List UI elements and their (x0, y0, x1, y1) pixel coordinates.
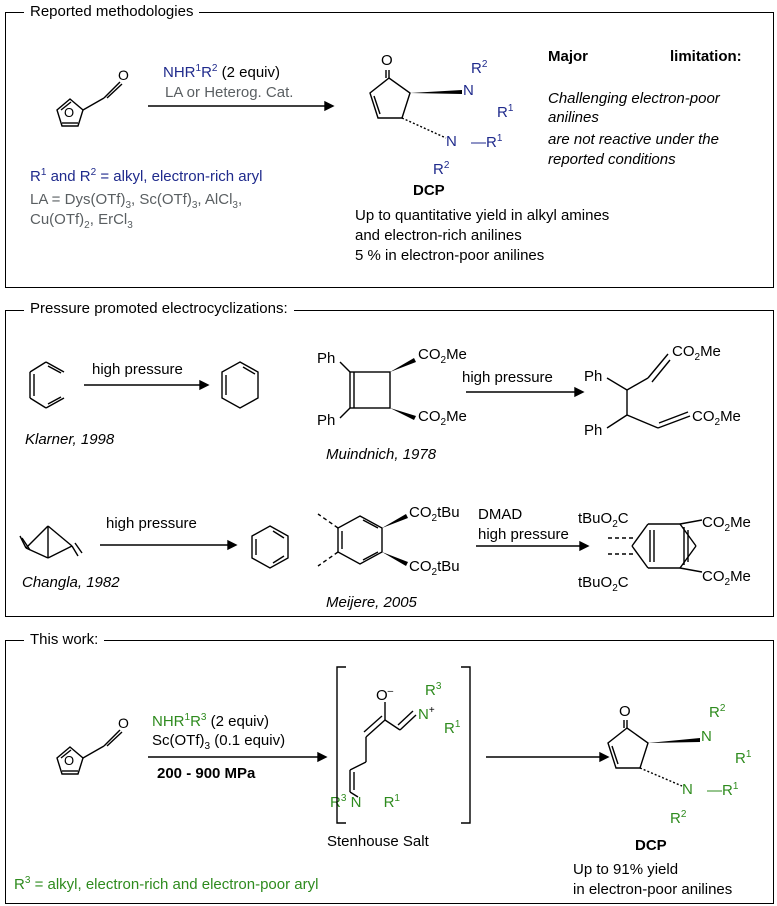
product-tbuo2c-top: tBuO2C (578, 510, 629, 530)
dcp-structure-1 (369, 70, 462, 139)
ex3-citation: Changla, 1982 (22, 574, 120, 591)
panel1-product-label: DCP (413, 182, 445, 199)
muindnich-co2me-bottom: CO2Me (418, 408, 467, 428)
panel3-reagent-catalyst: Sc(OTf)3 (0.1 equiv) (152, 732, 286, 752)
furfural-1: O O (56, 67, 129, 127)
panel-pressure-electrocyclizations (5, 310, 774, 617)
ex4-citation: Meijere, 2005 (326, 594, 417, 611)
svg-text:O: O (118, 715, 129, 731)
dcp1-r2-bottom: R2 (433, 160, 450, 178)
cyclobutene-diester (339, 358, 416, 420)
product-co2me-top: CO2Me (702, 514, 751, 534)
panel3-yield-2: in electron-poor anilines (573, 881, 733, 898)
limitation-line-4: reported conditions (548, 151, 676, 168)
product-tbuo2c-bottom: tBuO2C (578, 574, 629, 594)
dcp3-r2-top: R2 (709, 703, 726, 721)
diene-ph-top: Ph (584, 368, 603, 385)
stenhouse-n-plus: N+ (418, 705, 435, 723)
limitation-word-limitation: limitation: (670, 48, 742, 65)
limitation-line-1: Challenging electron-poor (548, 90, 720, 107)
panel3-reagent-amine: NHR1R3 (2 equiv) (152, 712, 269, 730)
muindnich-ph-top: Ph (317, 350, 336, 367)
diene-co2me-bottom: CO2Me (692, 408, 741, 428)
panel1-reagent-amine: NHR1R2 (2 equiv) (163, 63, 280, 81)
svg-text:O: O (64, 105, 74, 120)
panel1-reagent-catalyst: LA or Heterog. Cat. (165, 84, 294, 101)
panel3-conditions: 200 - 900 MPa (157, 765, 256, 782)
ex2-citation: Muindnich, 1978 (326, 446, 437, 463)
barrelene-product (608, 519, 703, 573)
muindnich-ph-bottom: Ph (317, 412, 336, 429)
muindnich-co2me-top: CO2Me (418, 346, 467, 366)
panel-this-work (5, 640, 774, 904)
stenhouse-oxide: O– (376, 686, 394, 704)
diene-diester (606, 353, 691, 429)
ex1-citation: Klarner, 1998 (25, 431, 115, 448)
dewar-benzene (19, 525, 83, 559)
limitation-line-3: are not reactive under the (548, 131, 719, 148)
meijere-co2tbu-top: CO2tBu (409, 504, 460, 524)
dcp3-n-top: N (701, 728, 712, 745)
furfural-3: O O (56, 715, 129, 775)
panel-reported-methodologies (5, 12, 774, 288)
panel1-la-line2: Cu(OTf)2, ErCl3 (30, 211, 133, 231)
hexatriene (29, 361, 65, 409)
stenhouse-brackets (336, 666, 471, 824)
limitation-line-2: anilines (548, 109, 599, 126)
panel3-r-definition: R3 = alkyl, electron-rich and electron-p… (14, 875, 319, 893)
panel3-yield-1: Up to 91% yield (573, 861, 679, 878)
svg-text:O: O (64, 753, 74, 768)
dcp1-n-top: N (463, 82, 474, 99)
dcp3-oxygen: O (619, 703, 631, 720)
panel1-yield-1: Up to quantitative yield in alkyl amines (355, 207, 610, 224)
panel1-r-definition: R1 and R2 = alkyl, electron-rich aryl (30, 167, 263, 185)
dcp3-r1-bottom: —R1 (707, 781, 739, 799)
ex3-arrow-label: high pressure (106, 515, 197, 532)
dcp1-r1-top: R1 (497, 103, 514, 121)
diene-ph-bottom: Ph (584, 422, 603, 439)
dcp3-r1-top: R1 (735, 749, 752, 767)
dcp3-r2-bottom: R2 (670, 809, 687, 827)
stenhouse-r3-top: R3 (425, 681, 442, 699)
panel2-title: Pressure promoted electrocyclizations: (24, 300, 294, 318)
dcp1-oxygen: O (381, 52, 393, 69)
benzene (251, 525, 289, 569)
panel1-la-line1: LA = Dys(OTf)3, Sc(OTf)3, AlCl3, (30, 191, 243, 211)
product-co2me-bottom: CO2Me (702, 568, 751, 588)
panel3-product-label: DCP (635, 837, 667, 854)
limitation-word-major: Major (548, 48, 589, 65)
ex1-arrow-label: high pressure (92, 361, 183, 378)
dcp-structure-3 (607, 720, 700, 787)
svg-text:O: O (118, 67, 129, 83)
cyclohexadiene (221, 361, 259, 409)
dcp1-r2-top: R2 (471, 59, 488, 77)
ex2-arrow-label: high pressure (462, 369, 553, 386)
ex4-arrow-label-2: high pressure (478, 526, 569, 543)
stenhouse-salt-label: Stenhouse Salt (327, 833, 429, 850)
meijere-co2tbu-bottom: CO2tBu (409, 558, 460, 578)
panel1-yield-3: 5 % in electron-poor anilines (355, 247, 545, 264)
dcp1-n-bottom: N (446, 133, 457, 150)
stenhouse-salt-structure (349, 702, 417, 798)
panel3-title: This work: (24, 631, 105, 649)
stenhouse-n-bottom: R3 N R1 (330, 793, 400, 811)
stenhouse-r1-top: R1 (444, 719, 461, 737)
dcp1-r1-bottom: —R1 (471, 133, 503, 151)
dcp3-n-bottom: N (682, 781, 693, 798)
ex4-arrow-label-1: DMAD (478, 506, 523, 523)
panel1-title: Reported methodologies (24, 3, 200, 21)
diene-co2me-top: CO2Me (672, 343, 721, 363)
panel1-yield-2: and electron-rich anilines (355, 227, 522, 244)
meijere-diene (317, 513, 408, 567)
